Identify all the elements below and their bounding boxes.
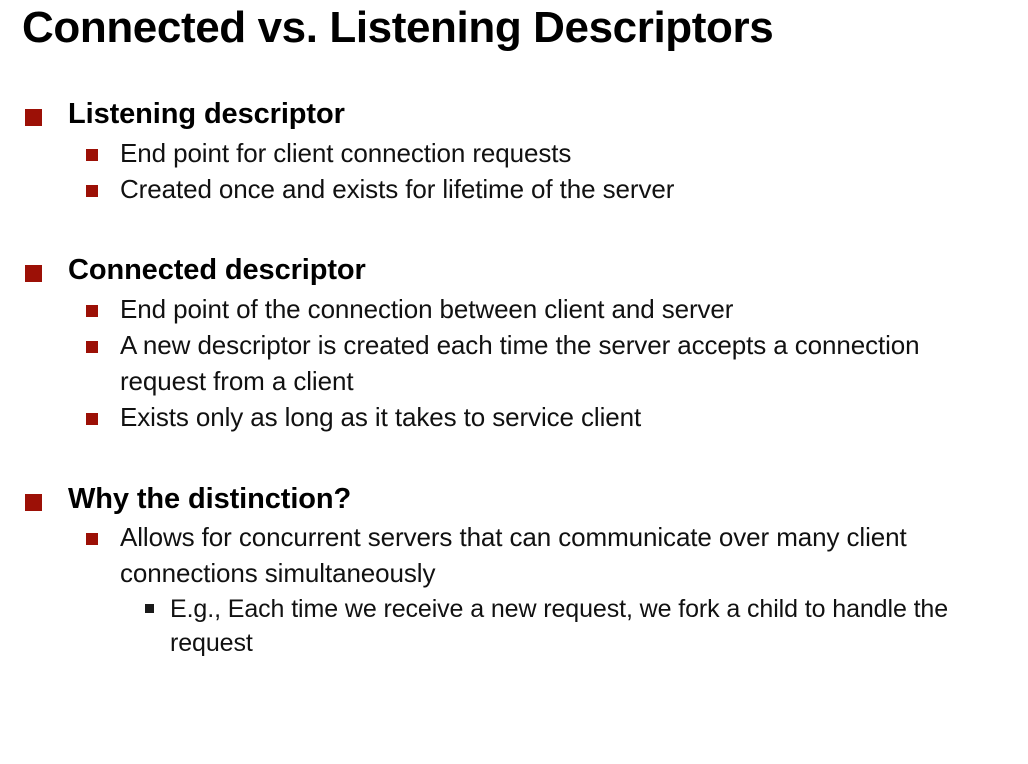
square-bullet-icon (86, 520, 120, 546)
list-item: Allows for concurrent servers that can c… (0, 520, 1028, 591)
list-item: Exists only as long as it takes to servi… (0, 400, 1028, 435)
sub-list-item: E.g., Each time we receive a new request… (0, 592, 1028, 660)
list-item-label: End point of the connection between clie… (120, 294, 734, 325)
square-bullet-icon (86, 136, 120, 161)
section-spacer (0, 437, 1028, 481)
list-item-label: Allows for concurrent servers that can c… (120, 522, 907, 588)
list-item-label: End point for client connection requests (120, 137, 572, 168)
section-heading-label: Why the distinction? (68, 482, 352, 515)
list-item-label: Created once and exists for lifetime of … (120, 174, 675, 205)
section-heading-row: Listening descriptor (0, 96, 1028, 134)
sub-list-item-label: E.g., Each time we receive a new request… (170, 594, 949, 657)
square-bullet-icon (86, 328, 120, 354)
square-bullet-icon (145, 592, 170, 613)
square-bullet-icon (86, 292, 120, 318)
square-bullet-icon (25, 481, 68, 511)
section-heading-label: Listening descriptor (68, 98, 345, 130)
list-item: End point for client connection requests (0, 136, 1028, 171)
section-heading-row: Connected descriptor (0, 252, 1028, 290)
section-heading-label: Connected descriptor (68, 254, 366, 287)
section-spacer (0, 208, 1028, 252)
list-item-label: A new descriptor is created each time th… (120, 330, 920, 396)
slide-body: Listening descriptor End point for clien… (0, 96, 1028, 660)
list-item: Created once and exists for lifetime of … (0, 172, 1028, 207)
list-item: End point of the connection between clie… (0, 292, 1028, 327)
list-item-label: Exists only as long as it takes to servi… (120, 402, 642, 433)
list-item: A new descriptor is created each time th… (0, 328, 1028, 399)
square-bullet-icon (86, 172, 120, 198)
section-heading-row: Why the distinction? (0, 481, 1028, 519)
square-bullet-icon (25, 96, 68, 126)
square-bullet-icon (86, 400, 120, 426)
square-bullet-icon (25, 252, 68, 283)
slide-title: Connected vs. Listening Descriptors (22, 3, 774, 52)
